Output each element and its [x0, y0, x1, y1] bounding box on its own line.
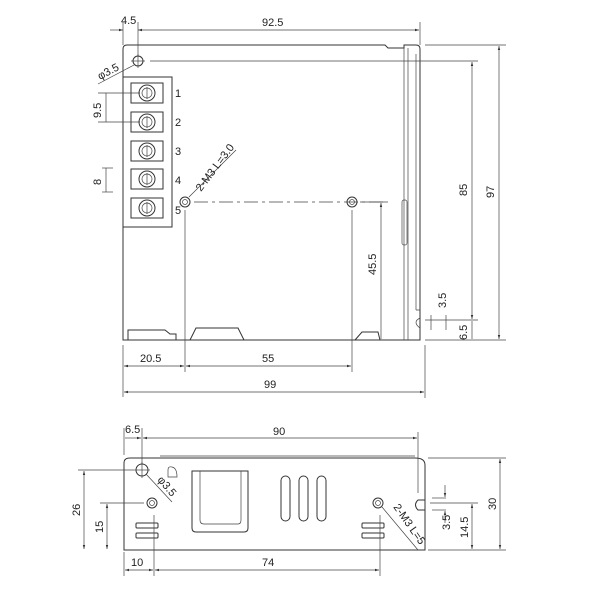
terminal-label: 3 [175, 146, 181, 158]
side-view: 6.5 90 φ3.5 2-M3 L=5 26 15 30 14.5 3.5 1… [71, 424, 506, 576]
dim-8: 8 [92, 179, 104, 185]
dim-9-5: 9.5 [92, 103, 104, 118]
dim-20-5: 20.5 [140, 353, 161, 365]
dim-92-5: 92.5 [262, 17, 283, 29]
top-view: 1 2 3 4 5 4.5 92.5 φ3.5 9.5 8 2-M3 L=3.0… [92, 15, 506, 398]
dim-30: 30 [487, 498, 499, 510]
terminal-label: 4 [175, 175, 181, 187]
dim-97: 97 [485, 186, 497, 198]
mounting-hole-corner [131, 54, 145, 68]
dim-90: 90 [273, 426, 285, 438]
dim-14-5: 14.5 [459, 517, 471, 538]
terminal-label: 1 [175, 88, 181, 100]
dim-side-hole-dia: φ3.5 [155, 474, 179, 499]
dim-side-6-5: 6.5 [125, 424, 140, 436]
terminal-screws [130, 82, 164, 219]
dim-side-3-5: 3.5 [441, 515, 453, 530]
dim-15: 15 [94, 521, 106, 533]
dim-99: 99 [264, 379, 276, 391]
dim-85: 85 [458, 184, 470, 196]
window-cutout [191, 470, 249, 533]
side-view-outline [123, 457, 426, 551]
dim-3-5: 3.5 [437, 293, 449, 308]
dim-10: 10 [131, 557, 143, 569]
dim-26: 26 [71, 504, 83, 516]
dim-hole-dia: φ3.5 [96, 62, 121, 83]
dim-mount-thread: 2-M3 L=3.0 [194, 142, 237, 194]
top-view-outline [122, 44, 421, 341]
terminal-label: 2 [175, 117, 181, 129]
terminal-label: 5 [175, 205, 181, 217]
vent-slots [280, 475, 327, 522]
dim-45-5: 45.5 [367, 254, 379, 275]
terminal-block [122, 76, 173, 228]
dim-6-5: 6.5 [458, 325, 470, 340]
dim-55: 55 [262, 353, 274, 365]
dim-side-mount-thread: 2-M3 L=5 [391, 502, 428, 547]
dim-74: 74 [262, 557, 274, 569]
dim-4-5: 4.5 [121, 15, 136, 27]
